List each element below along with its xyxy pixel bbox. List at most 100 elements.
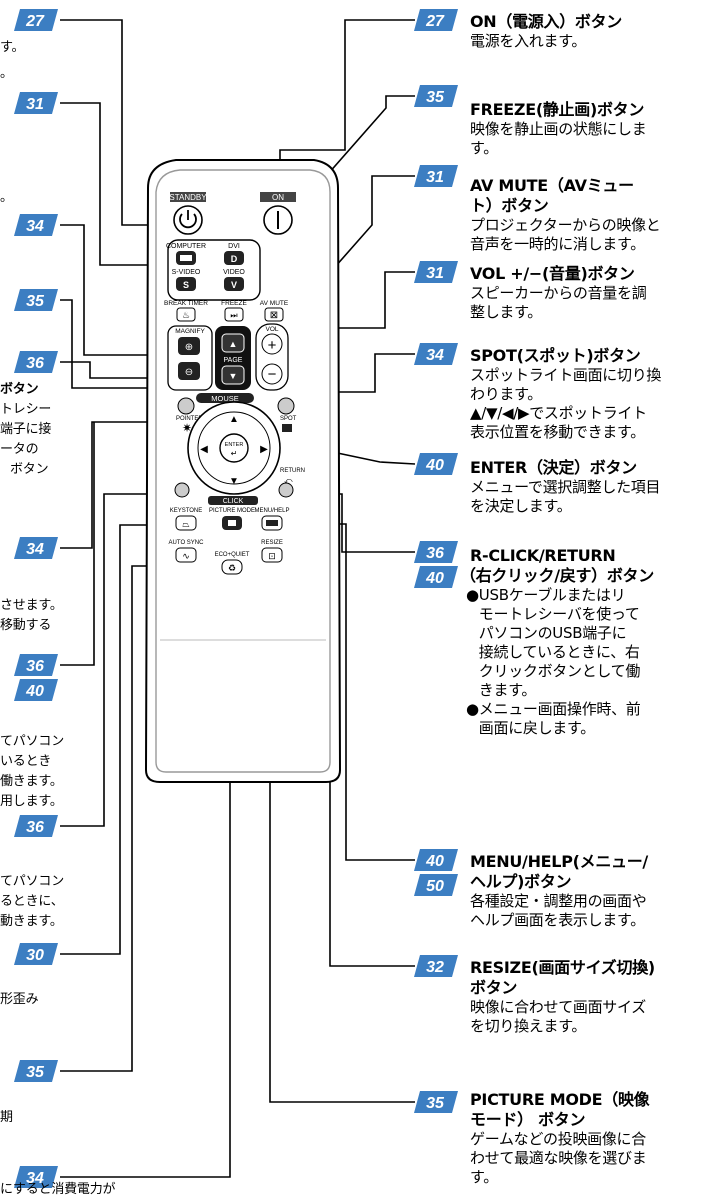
- page-ref-badge-right: 32: [414, 955, 458, 977]
- entry-rclick: R-CLICK/RETURN （右クリック/戻す）ボタン ● USBケーブルまた…: [460, 546, 712, 738]
- entry-desc: 整します。: [470, 303, 543, 321]
- entry-desc: スポットライト画面に切り換: [470, 366, 662, 384]
- page-ref-number: 40: [425, 457, 444, 474]
- entry-desc: 映像を静止画の状態にしま: [470, 120, 647, 138]
- page-ref-number: 36: [26, 658, 44, 675]
- enter-label: ENTER: [225, 442, 244, 448]
- bullet-line: 接続しているときに、右: [478, 643, 640, 661]
- page-ref-badge-right: 31: [414, 261, 458, 283]
- entry-desc: を切り換えます。: [470, 1017, 587, 1035]
- vol-minus-icon: −: [268, 366, 277, 383]
- right-arrow-icon: ▶: [260, 444, 268, 455]
- magnify-minus-icon: ⊖: [185, 367, 193, 378]
- vol-label: VOL: [265, 326, 278, 333]
- page-ref-badge-left: 36: [14, 351, 58, 373]
- page-ref-badge-left: 34: [14, 1166, 58, 1188]
- left-fragment: ボタン: [10, 462, 49, 477]
- left-fragment: 移動する: [0, 618, 52, 633]
- bullet-item: ● メニュー画面操作時、前 画面に戻します。: [466, 700, 712, 738]
- page-ref-number: 35: [426, 1095, 445, 1112]
- leader-click: [60, 422, 95, 666]
- svideo-label: S-VIDEO: [172, 269, 201, 276]
- left-fragment: にすると消費電力が: [0, 1182, 116, 1197]
- page-ref-number: 35: [426, 89, 445, 106]
- page-ref-badge-right: 27: [414, 9, 458, 31]
- standby-label: STANDBY: [169, 193, 207, 202]
- bullet-line: メニュー画面操作時、前: [478, 700, 641, 718]
- page-ref-badge-left: 36: [14, 815, 58, 837]
- magnify-label: MAGNIFY: [175, 328, 205, 335]
- click-bar: CLICK: [174, 482, 294, 505]
- entry-freeze: FREEZE(静止画)ボタン 映像を静止画の状態にしま す。: [470, 100, 716, 158]
- left-fragment: 端子に接: [0, 422, 52, 437]
- page-ref-badge-left: 34: [14, 537, 58, 559]
- entry-desc: ゲームなどの投映画像に合: [470, 1130, 646, 1148]
- enter-icon: ↵: [231, 449, 238, 458]
- page-ref-number: 40: [425, 570, 444, 587]
- function-row-1: BREAK TIMER FREEZE AV MUTE ♨ ⏭ ⊠: [164, 300, 289, 322]
- entry-title: ON（電源入）ボタン: [470, 12, 622, 31]
- entry-title: ヘルプ)ボタン: [470, 872, 572, 891]
- left-fragment: 。: [0, 66, 13, 81]
- page-ref-number: 27: [425, 13, 445, 30]
- page-ref-number: 40: [425, 853, 444, 870]
- page-ref-badge-left: 30: [14, 943, 58, 965]
- return-label: RETURN: [280, 468, 305, 474]
- entry-desc: 表示位置を移動できます。: [470, 423, 645, 441]
- entry-enter: ENTER（決定）ボタン メニューで選択調整した項目 を決定します。: [470, 458, 716, 516]
- leader-pointer: [60, 361, 180, 379]
- entry-menu: MENU/HELP(メニュー/ ヘルプ)ボタン 各種設定・調整用の画面や ヘルプ…: [470, 852, 716, 930]
- entry-spot: SPOT(スポット)ボタン スポットライト画面に切り換 わります。 ▲/▼/◀/…: [470, 346, 716, 442]
- entry-avmute: AV MUTE（AVミュー ト）ボタン プロジェクターからの映像と 音声を一時的…: [470, 176, 716, 254]
- left-fragment: 形歪み: [0, 992, 39, 1007]
- entry-desc: わせて最適な映像を選びま: [470, 1149, 647, 1167]
- leader-break-timer: [60, 224, 180, 356]
- page-ref-badge-right: 40: [414, 849, 458, 871]
- auto-sync-icon: ∿: [182, 551, 190, 561]
- page-ref-number: 34: [26, 1170, 44, 1187]
- return-icon: ⤺: [284, 476, 293, 485]
- entry-vol: VOL +/−(音量)ボタン スピーカーからの音量を調 整します。: [470, 264, 716, 322]
- keystone-icon: ⏢: [182, 519, 189, 529]
- page-ref-badge-right: 40: [414, 453, 458, 475]
- bullet-line: USBケーブルまたはリ: [478, 586, 626, 604]
- page-ref-number: 27: [25, 13, 45, 30]
- leader-input: [60, 102, 170, 266]
- left-fragment: るときに、: [0, 894, 64, 909]
- entry-title: ENTER（決定）ボタン: [470, 458, 637, 477]
- bullet-line: モートレシーバを使って: [478, 605, 640, 623]
- vol-plus-icon: +: [268, 337, 277, 354]
- pointer-icon: ✷: [182, 421, 192, 435]
- page-ref-number: 35: [26, 1064, 45, 1081]
- entry-desc: を決定します。: [470, 497, 572, 515]
- page-ref-number: 36: [426, 545, 444, 562]
- page-ref-badge-left: 35: [14, 289, 58, 311]
- left-fragment: てパソコン: [0, 874, 65, 889]
- page-ref-badge-left: 31: [14, 92, 58, 114]
- left-fragment: トレシー: [0, 402, 52, 417]
- page-ref-badge-right: 34: [414, 343, 458, 365]
- page-ref-number: 34: [26, 218, 44, 235]
- leader-magnify: [60, 299, 170, 389]
- left-fragment: 用します。: [0, 794, 63, 809]
- entry-desc: ▲/▼/◀/▶でスポットライト: [470, 404, 647, 422]
- entry-title: （右クリック/戻す）ボタン: [460, 566, 654, 585]
- entry-desc: 電源を入れます。: [470, 32, 587, 50]
- leader-mouse-arrows: [60, 421, 196, 549]
- bullet-line: クリックボタンとして働: [478, 662, 641, 680]
- entry-on: ON（電源入）ボタン 電源を入れます。: [470, 12, 716, 51]
- page-ref-number: 31: [426, 265, 444, 282]
- bottom-keys: KEYSTONE PICTURE MODE MENU/HELP ⏢ AUTO S…: [169, 508, 290, 575]
- page-ref-badge-left: 27: [14, 9, 58, 31]
- page-ref-badge-left: 36: [14, 654, 58, 676]
- entry-title: R-CLICK/RETURN: [470, 546, 616, 565]
- page-ref-badge-right: 50: [414, 874, 458, 896]
- bullet-dot: ●: [466, 700, 479, 718]
- entry-desc: スピーカーからの音量を調: [470, 284, 647, 302]
- bullet-line: きます。: [478, 681, 537, 699]
- entry-desc: メニューで選択調整した項目: [470, 478, 661, 496]
- page-ref-number: 36: [26, 819, 44, 836]
- entry-title: ト）ボタン: [470, 196, 549, 215]
- up-arrow-icon: ▲: [229, 414, 239, 425]
- left-fragment: 期: [0, 1110, 13, 1125]
